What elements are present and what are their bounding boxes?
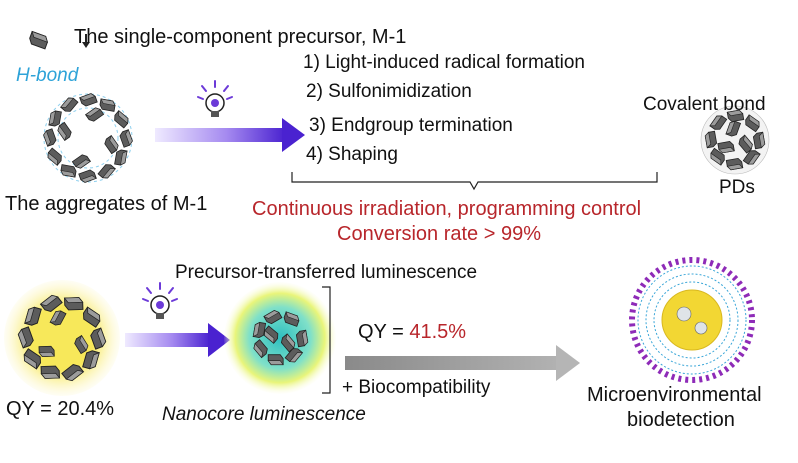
conditions-line-2: Conversion rate > 99% xyxy=(337,223,542,245)
covalent-bond-label: Covalent bond xyxy=(643,94,766,115)
qy-mid-value: 41.5% xyxy=(409,321,467,343)
microenvironmental-line-2: biodetection xyxy=(627,409,735,431)
lightbulb-icon xyxy=(197,80,233,117)
micelle-icon xyxy=(629,257,755,383)
pd-particle xyxy=(700,105,770,175)
step-4: 4) Shaping xyxy=(306,144,398,165)
nanocore-luminescence-label: Nanocore luminescence xyxy=(162,404,366,425)
microenvironmental-line-1: Microenvironmental xyxy=(587,384,762,406)
qy-left: QY = 20.4% xyxy=(6,398,115,420)
precursor-luminescence-label: Precursor-transferred luminescence xyxy=(175,262,478,283)
step-1: 1) Light-induced radical formation xyxy=(303,52,585,73)
glowing-nanoparticle xyxy=(224,282,336,394)
biocompatibility-label: + Biocompatibility xyxy=(342,377,491,398)
m1-brick-icon xyxy=(27,31,90,50)
precursor-label: The single-component precursor, M-1 xyxy=(74,26,407,48)
aggregates-label: The aggregates of M-1 xyxy=(5,193,208,215)
pds-label: PDs xyxy=(719,177,755,198)
process-arrow-bottom xyxy=(125,323,230,357)
yellow-aggregate xyxy=(4,280,120,396)
lightbulb-icon-2 xyxy=(142,282,178,319)
step-2: 2) Sulfonimidization xyxy=(306,81,472,102)
luminescence-bracket xyxy=(322,286,331,394)
qy-mid-prefix: QY = xyxy=(358,321,410,343)
conditions-line-1: Continuous irradiation, programming cont… xyxy=(252,198,642,220)
process-arrow-grey xyxy=(345,345,580,381)
qy-mid: QY = 41.5% xyxy=(358,322,466,342)
hbond-label: H-bond xyxy=(16,65,79,86)
step-3: 3) Endgroup termination xyxy=(309,115,513,136)
aggregate-ring-top xyxy=(42,92,134,184)
steps-bracket xyxy=(291,172,658,191)
process-arrow-top xyxy=(155,118,305,152)
